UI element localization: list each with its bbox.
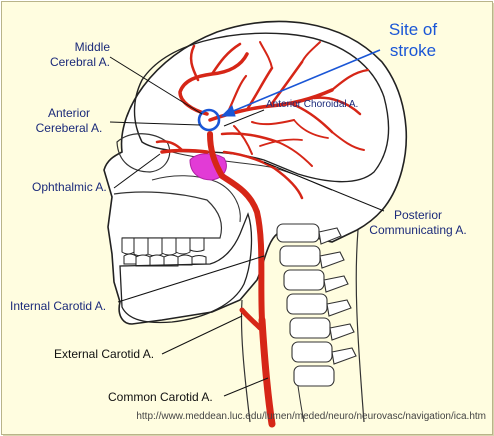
leader-external-carotid — [161, 315, 243, 355]
anterior-choroidal-artery — [220, 132, 280, 144]
stroke-site-marker — [197, 108, 221, 132]
upper-teeth — [121, 237, 205, 257]
posterior-communicating-artery — [222, 150, 304, 200]
posterior-communicating-line-1: Posterior — [393, 208, 443, 222]
common-carotid-label: Common Carotid A. — [108, 390, 213, 404]
leader-ophthalmic — [113, 153, 161, 189]
anterior-cerebral-label: Anterior Cereberal A. — [22, 106, 116, 136]
anterior-cerebral-line-1: Anterior — [47, 106, 91, 120]
middle-cerebral-label: Middle Cerebral A. — [22, 40, 110, 70]
leader-posterior-communicating — [263, 161, 385, 212]
leader-lines — [109, 56, 385, 397]
site-of-stroke-line-1: Site of — [388, 20, 438, 39]
internal-carotid-label: Internal Carotid A. — [10, 299, 107, 313]
ophthalmic-artery — [160, 148, 209, 154]
internal-carotid-artery — [207, 131, 265, 323]
arterial-tree — [155, 41, 370, 428]
anterior-cerebral-line-2: Cereberal A. — [35, 121, 103, 135]
site-of-stroke-line-2: stroke — [389, 41, 437, 60]
orbit-outline — [116, 133, 171, 173]
common-carotid-artery — [258, 316, 276, 428]
middle-cerebral-line-1: Middle — [74, 40, 110, 54]
leader-common-carotid — [223, 377, 269, 397]
posterior-communicating-label: Posterior Communicating A. — [354, 208, 482, 238]
cervical-vertebrae — [276, 223, 357, 387]
leader-middle-cerebral — [109, 56, 203, 115]
leader-anterior-cerebral — [109, 121, 201, 126]
external-carotid-artery — [239, 307, 263, 331]
stroke-pointer — [220, 49, 381, 117]
neck-back-line — [355, 229, 365, 423]
source-url: http://www.meddean.luc.edu/lumen/meded/n… — [136, 411, 486, 422]
ophthalmic-label: Ophthalmic A. — [32, 180, 107, 194]
mandible — [119, 212, 253, 324]
zygoma — [151, 175, 241, 223]
external-carotid-label: External Carotid A. — [54, 347, 155, 361]
leader-internal-carotid — [117, 255, 265, 303]
lower-teeth — [123, 253, 207, 267]
brain-outline — [133, 32, 390, 183]
middle-cerebral-line-2: Cerebral A. — [49, 55, 110, 69]
site-of-stroke-label: Site of stroke — [368, 19, 458, 61]
anterior-choroidal-label: Anterior Choroidal A. — [266, 99, 359, 110]
leader-anterior-choroidal — [223, 109, 265, 127]
skull-outline — [103, 20, 408, 325]
spinal-cord-line — [297, 385, 305, 423]
posterior-communicating-line-2: Communicating A. — [369, 223, 467, 237]
maxilla-outline — [113, 191, 223, 239]
